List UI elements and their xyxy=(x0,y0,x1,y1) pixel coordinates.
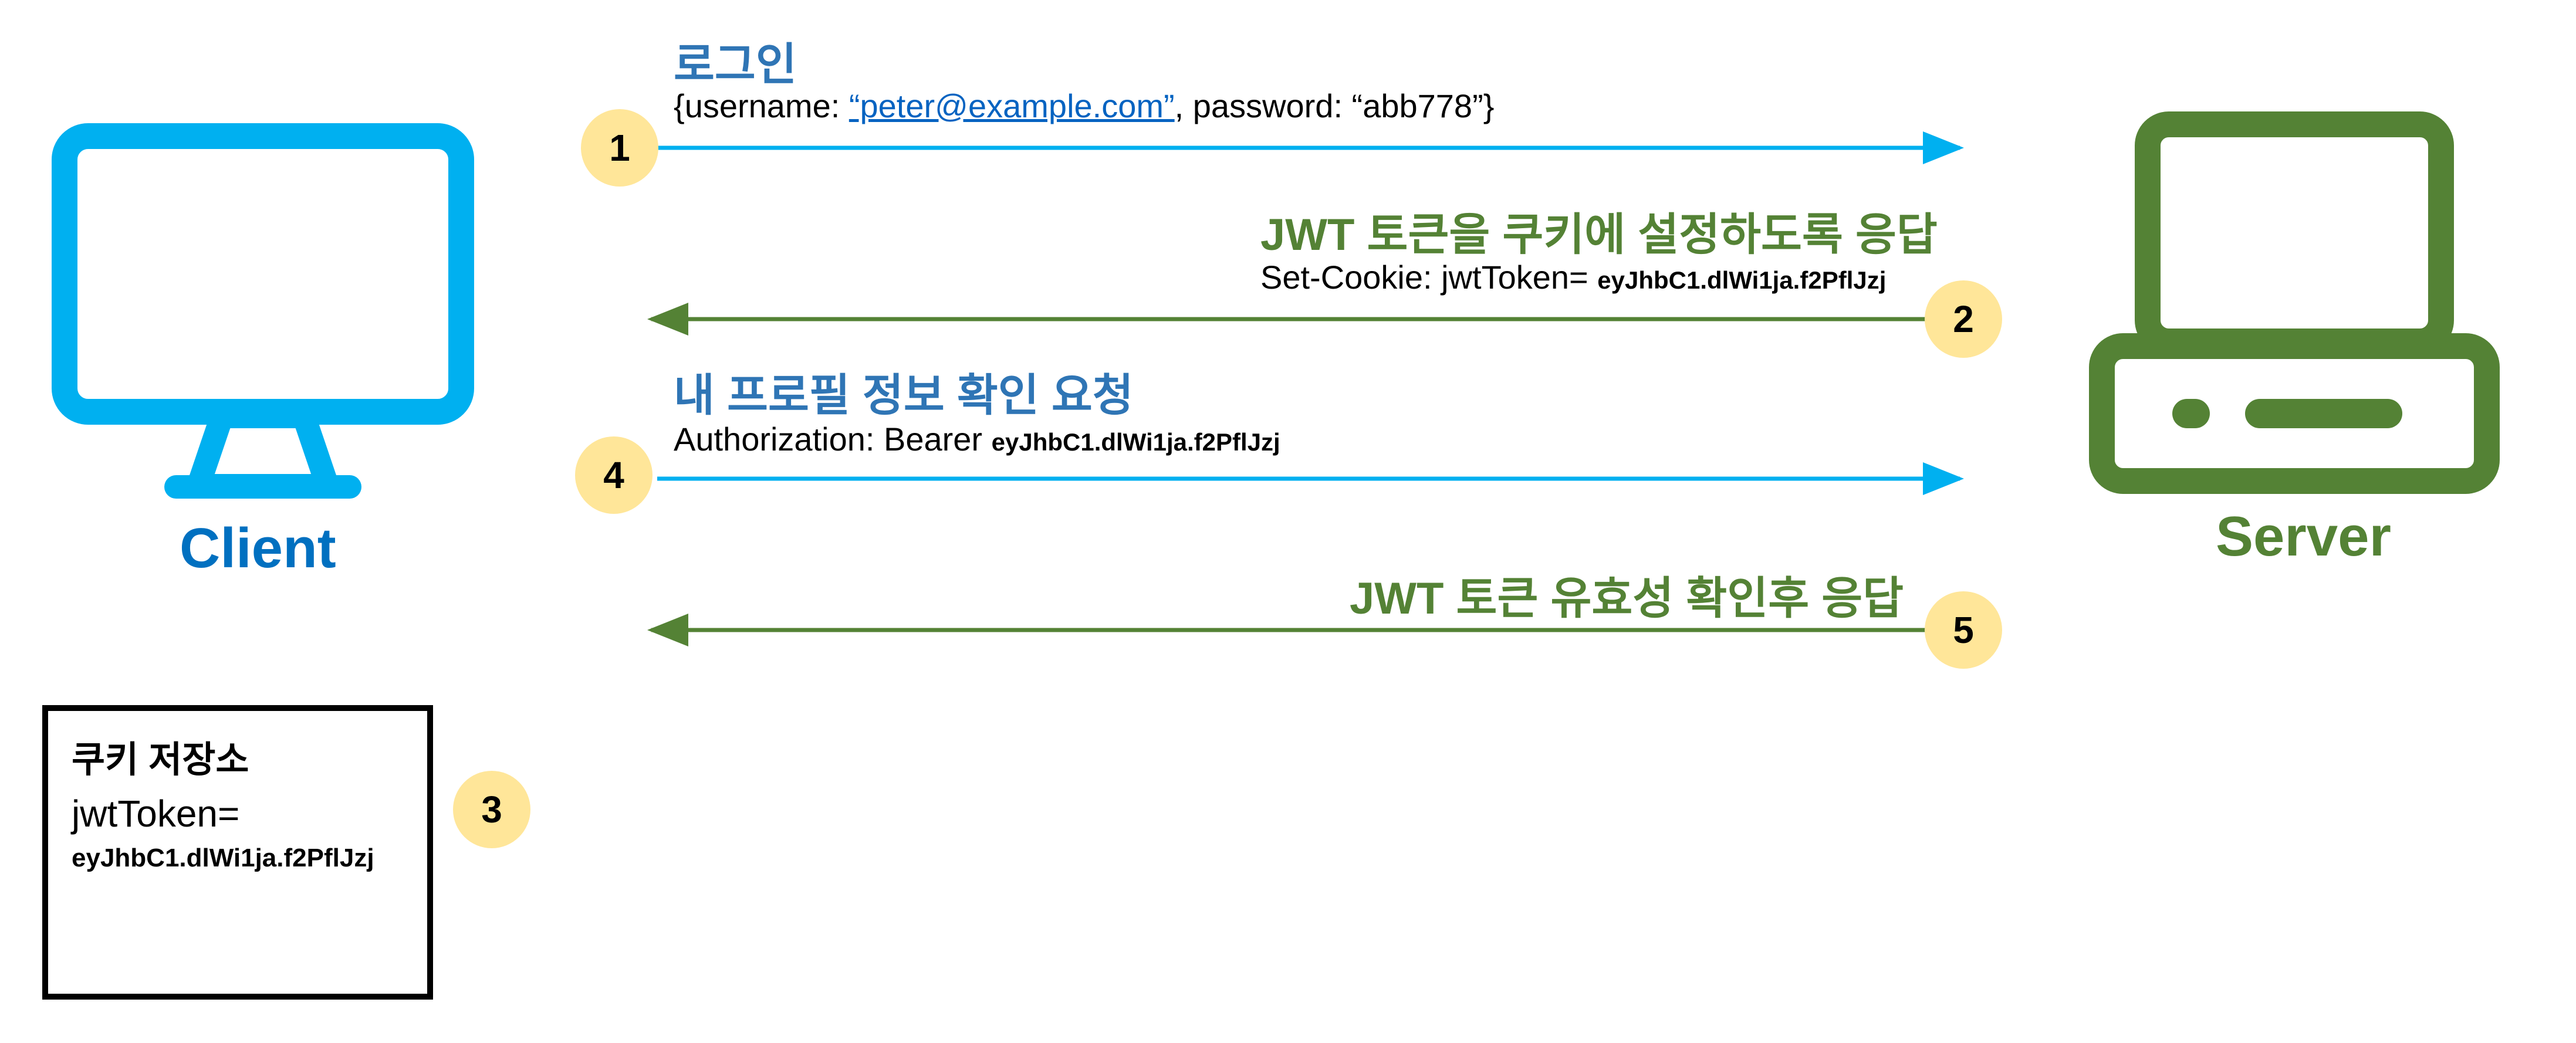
step-1-badge: 1 xyxy=(581,109,658,187)
step-5-title: JWT 토큰 유효성 확인후 응답 xyxy=(1350,574,1904,624)
step-2-detail-prefix: Set-Cookie: jwtToken= xyxy=(1260,259,1598,296)
step-2-detail: Set-Cookie: jwtToken= eyJhbC1.dlWi1ja.f2… xyxy=(1260,258,1886,296)
cookie-storage-value: eyJhbC1.dlWi1ja.f2PflJzj xyxy=(72,844,374,872)
step-4-token: eyJhbC1.dlWi1ja.f2PflJzj xyxy=(991,428,1280,456)
monitor-icon xyxy=(52,123,474,499)
cookie-storage-title: 쿠키 저장소 xyxy=(72,740,249,780)
cookie-storage-box: 쿠키 저장소 jwtToken= eyJhbC1.dlWi1ja.f2PflJz… xyxy=(42,705,433,1000)
step-1-title: 로그인 xyxy=(674,40,797,90)
step-2-token: eyJhbC1.dlWi1ja.f2PflJzj xyxy=(1597,266,1887,294)
step-4-title: 내 프로필 정보 확인 요청 xyxy=(674,371,1134,421)
server-computer-icon xyxy=(2089,111,2500,494)
step-4-detail-prefix: Authorization: Bearer xyxy=(674,421,992,458)
step-2-title: JWT 토큰을 쿠키에 설정하도록 응답 xyxy=(1260,210,1938,260)
step-4-badge: 4 xyxy=(575,436,653,514)
step-1-detail-suffix: , password: “abb778”} xyxy=(1174,87,1495,124)
step-4-detail: Authorization: Bearer eyJhbC1.dlWi1ja.f2… xyxy=(674,420,1280,458)
step-1-email-link[interactable]: “peter@example.com” xyxy=(848,87,1175,124)
step-2-badge: 2 xyxy=(1925,280,2002,358)
step-3-badge: 3 xyxy=(453,771,530,848)
step-5-badge: 5 xyxy=(1925,591,2002,669)
cookie-storage-key: jwtToken= xyxy=(72,793,240,835)
step-1-detail-prefix: {username: xyxy=(674,87,849,124)
step-1-detail: {username: “peter@example.com”, password… xyxy=(674,87,1494,125)
client-label: Client xyxy=(180,517,336,580)
server-label: Server xyxy=(2216,505,2391,568)
